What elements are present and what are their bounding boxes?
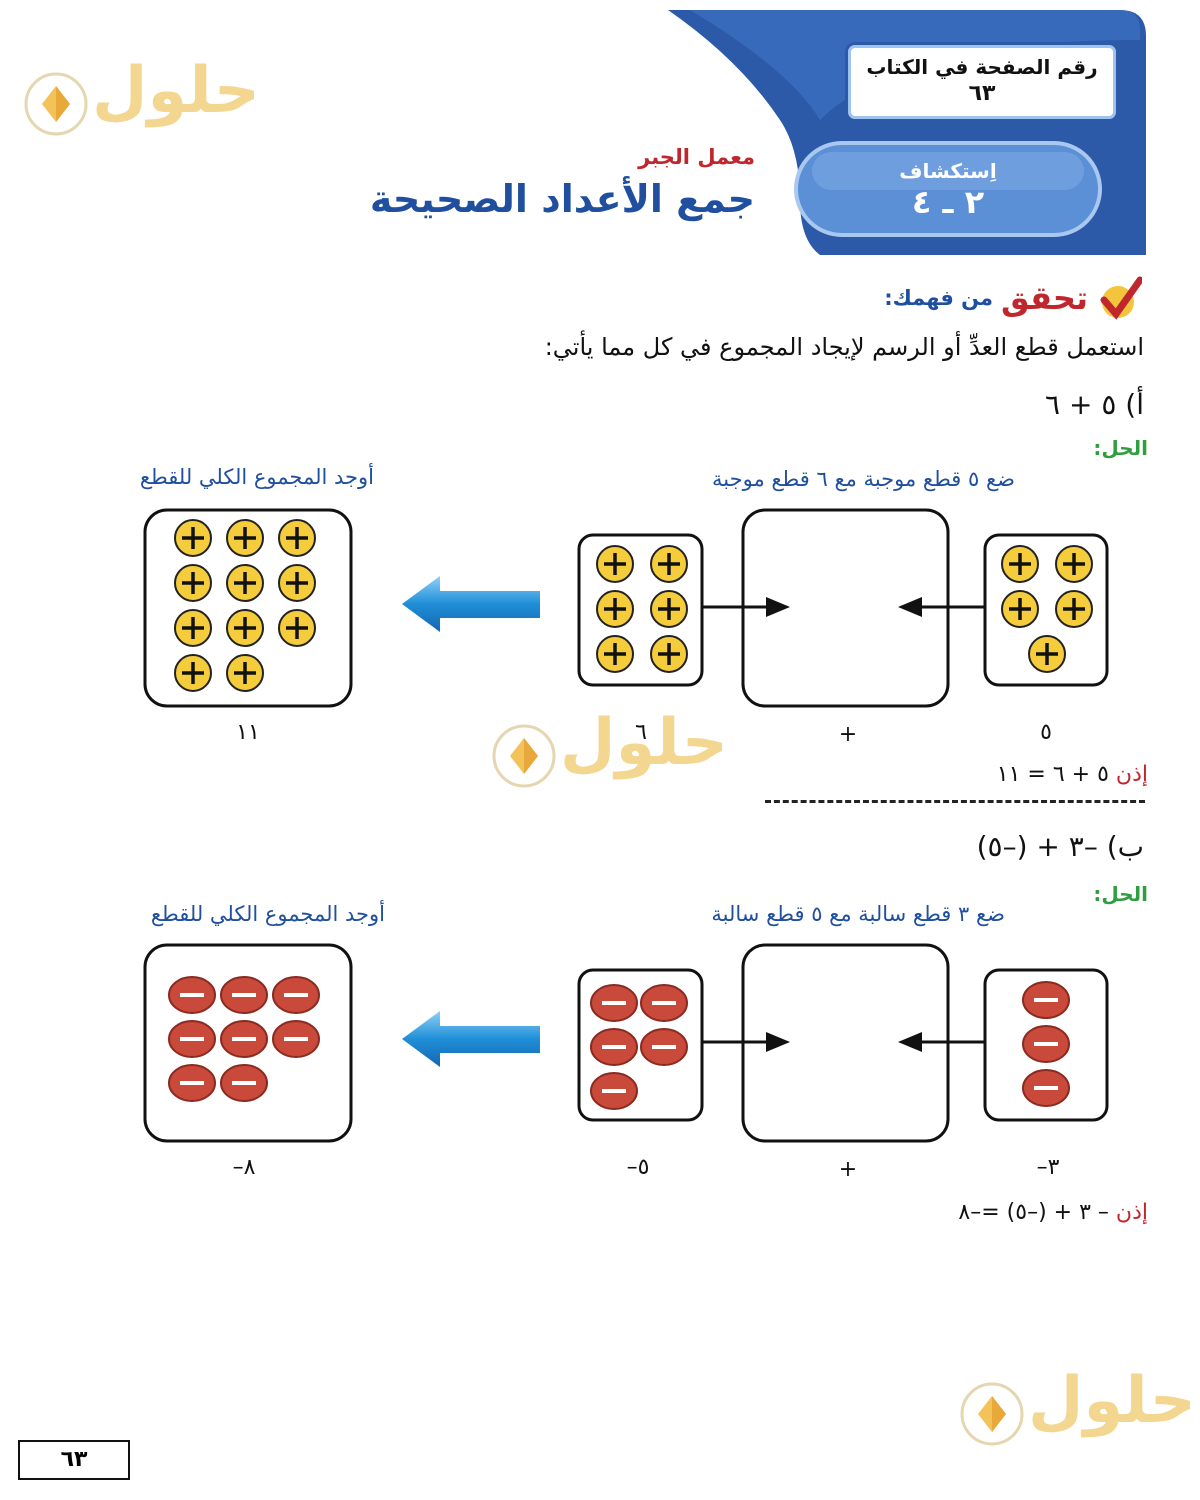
positive-tile	[650, 545, 688, 583]
negative-tile	[220, 1064, 268, 1102]
negative-tile	[590, 1028, 638, 1066]
conclusion-expression: – ٣ + (–٥) =–٨	[958, 1200, 1109, 1225]
problem-a-caption-total: أوجد المجموع الكلي للقطع	[139, 465, 374, 489]
arrow-left-icon	[898, 1032, 922, 1052]
positive-tile	[226, 564, 264, 602]
problem-a-label-total: ١١	[236, 720, 260, 745]
conclusion-expression: ٥ + ٦ = ١١	[996, 762, 1109, 787]
problem-b-caption-put: ضع ٣ قطع سالبة مع ٥ قطع سالبة	[711, 902, 1005, 926]
arrow-right-icon	[766, 597, 790, 617]
negative-tile	[272, 1020, 320, 1058]
explore-number: ٢ ـ ٤	[911, 183, 985, 221]
page-number-label: رقم الصفحة في الكتاب	[866, 55, 1098, 79]
conclusion-word: إذن	[1115, 1200, 1148, 1225]
checkmark-icon	[1100, 276, 1142, 320]
instruction-text: استعمل قطع العدِّ أو الرسم لإيجاد المجمو…	[544, 333, 1144, 361]
negative-tile	[590, 1072, 638, 1110]
divider	[765, 800, 1145, 803]
negative-tile	[640, 984, 688, 1022]
conclusion-word: إذن	[1115, 762, 1148, 787]
problem-b-label-plus: +	[838, 1157, 858, 1182]
negative-tile	[168, 1064, 216, 1102]
negative-tile	[1022, 981, 1070, 1019]
problem-b-label-right: –٣	[1036, 1155, 1060, 1180]
problem-b-conclusion: إذن – ٣ + (–٥) =–٨	[958, 1200, 1148, 1225]
watermark-text: حلول	[1028, 1364, 1196, 1438]
negative-tile	[220, 976, 268, 1014]
positive-tile	[650, 635, 688, 673]
problem-a-label-right: ٥	[1040, 720, 1052, 745]
check-title: تحقق	[1001, 279, 1088, 317]
positive-tile	[1055, 590, 1093, 628]
positive-tile	[174, 564, 212, 602]
blue-arrow-left-icon	[402, 576, 540, 632]
arrow-left-icon	[898, 597, 922, 617]
page-number-value: ٦٣	[968, 81, 996, 106]
watermark-icon	[492, 724, 556, 788]
lab-label: معمل الجبر	[638, 145, 755, 169]
problem-b-label-total: –٨	[232, 1155, 256, 1180]
positive-tile	[174, 609, 212, 647]
positive-tile	[278, 564, 316, 602]
negative-tile	[168, 976, 216, 1014]
problem-a-caption-put: ضع ٥ قطع موجبة مع ٦ قطع موجبة	[712, 467, 1015, 491]
problem-b-solution-label: الحل:	[1093, 882, 1148, 906]
positive-tile	[278, 609, 316, 647]
page-number-box: رقم الصفحة في الكتاب ٦٣	[845, 42, 1119, 122]
positive-tile	[1028, 635, 1066, 673]
problem-b-caption-total: أوجد المجموع الكلي للقطع	[150, 902, 385, 926]
negative-tile	[220, 1020, 268, 1058]
positive-tile	[1055, 545, 1093, 583]
page-number-footer: ٦٣	[18, 1440, 130, 1480]
problem-a-label-mid: ٦	[635, 720, 647, 745]
problem-a-question: أ) ٥ + ٦	[1045, 388, 1144, 421]
problem-b-label-mid: –٥	[626, 1155, 650, 1180]
positive-tile	[226, 609, 264, 647]
negative-tile	[640, 1028, 688, 1066]
problem-a-diagram	[143, 508, 1109, 708]
explore-badge: اِستكشاف ٢ ـ ٤	[800, 143, 1096, 235]
negative-tile	[168, 1020, 216, 1058]
positive-tile	[278, 519, 316, 557]
positive-tile	[650, 590, 688, 628]
problem-a-label-plus: +	[838, 722, 858, 747]
positive-tile	[596, 590, 634, 628]
problem-a-conclusion: إذن ٥ + ٦ = ١١	[997, 762, 1148, 787]
watermark-icon	[24, 72, 88, 136]
check-subtitle: من فهمك:	[884, 286, 994, 310]
arrow-right-icon	[766, 1032, 790, 1052]
blue-arrow-left-icon	[402, 1011, 540, 1067]
check-understanding-heading: تحقق من فهمك:	[884, 276, 1142, 320]
watermark-logo-mid: حلول	[490, 706, 728, 796]
watermark-text: حلول	[560, 706, 728, 780]
positive-tile	[1001, 545, 1039, 583]
positive-tile	[596, 545, 634, 583]
negative-tile	[1022, 1069, 1070, 1107]
positive-tile	[226, 519, 264, 557]
page-title: جمع الأعداد الصحيحة	[369, 177, 755, 221]
problem-b-diagram	[143, 943, 1109, 1143]
watermark-logo-top: حلول	[22, 54, 260, 144]
positive-tile	[226, 654, 264, 692]
negative-tile	[590, 984, 638, 1022]
positive-tile	[174, 519, 212, 557]
watermark-icon	[960, 1382, 1024, 1446]
problem-b-question: ب) –٣ + (–٥)	[976, 830, 1144, 863]
negative-tile	[1022, 1025, 1070, 1063]
problem-a-solution-label: الحل:	[1093, 436, 1148, 460]
negative-tile	[272, 976, 320, 1014]
explore-label: اِستكشاف	[899, 159, 997, 183]
watermark-logo-bottom: حلول	[958, 1364, 1196, 1454]
positive-tile	[1001, 590, 1039, 628]
positive-tile	[174, 654, 212, 692]
positive-tile	[596, 635, 634, 673]
watermark-text: حلول	[92, 54, 260, 128]
